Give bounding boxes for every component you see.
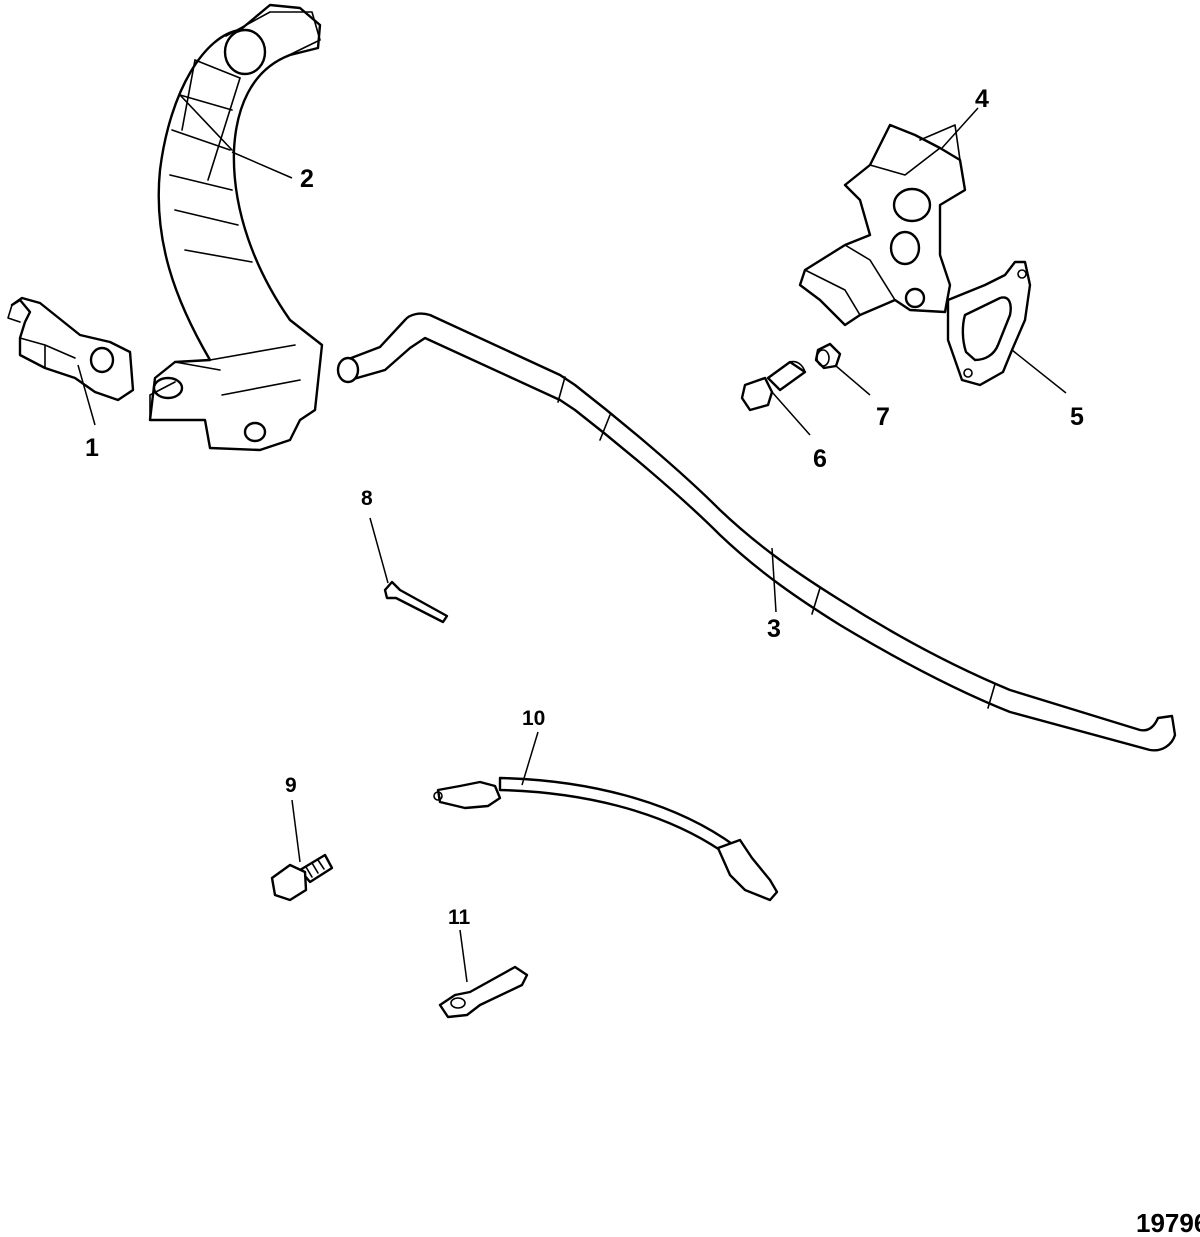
part-6-bolt [740,360,807,412]
part-3-rod [336,312,1177,752]
part-10-cable [433,776,779,902]
callout-3: 3 [767,615,781,643]
callout-10: 10 [522,707,545,730]
callout-9: 9 [285,774,297,797]
callout-7: 7 [876,403,890,431]
callout-6: 6 [813,445,827,473]
leader-lines [77,107,1067,983]
part-9-screw [270,853,334,902]
part-1-clip [7,296,135,402]
part-11-terminal [438,965,529,1019]
part-2-arm-bracket [148,3,324,452]
part-7-bushing [814,342,842,370]
callout-11: 11 [448,906,471,929]
callout-8: 8 [361,487,373,510]
callout-labels: 1 2 3 4 5 6 7 8 9 10 11 [85,85,1084,929]
part-8-cotter-pin [383,580,449,624]
part-4-bracket-housing [798,123,967,327]
callout-2: 2 [300,165,314,193]
callout-1: 1 [85,434,99,462]
part-5-gasket [946,260,1032,387]
callout-4: 4 [975,85,989,113]
figure-number: 19796 [1136,1208,1200,1237]
callout-5: 5 [1070,403,1084,431]
